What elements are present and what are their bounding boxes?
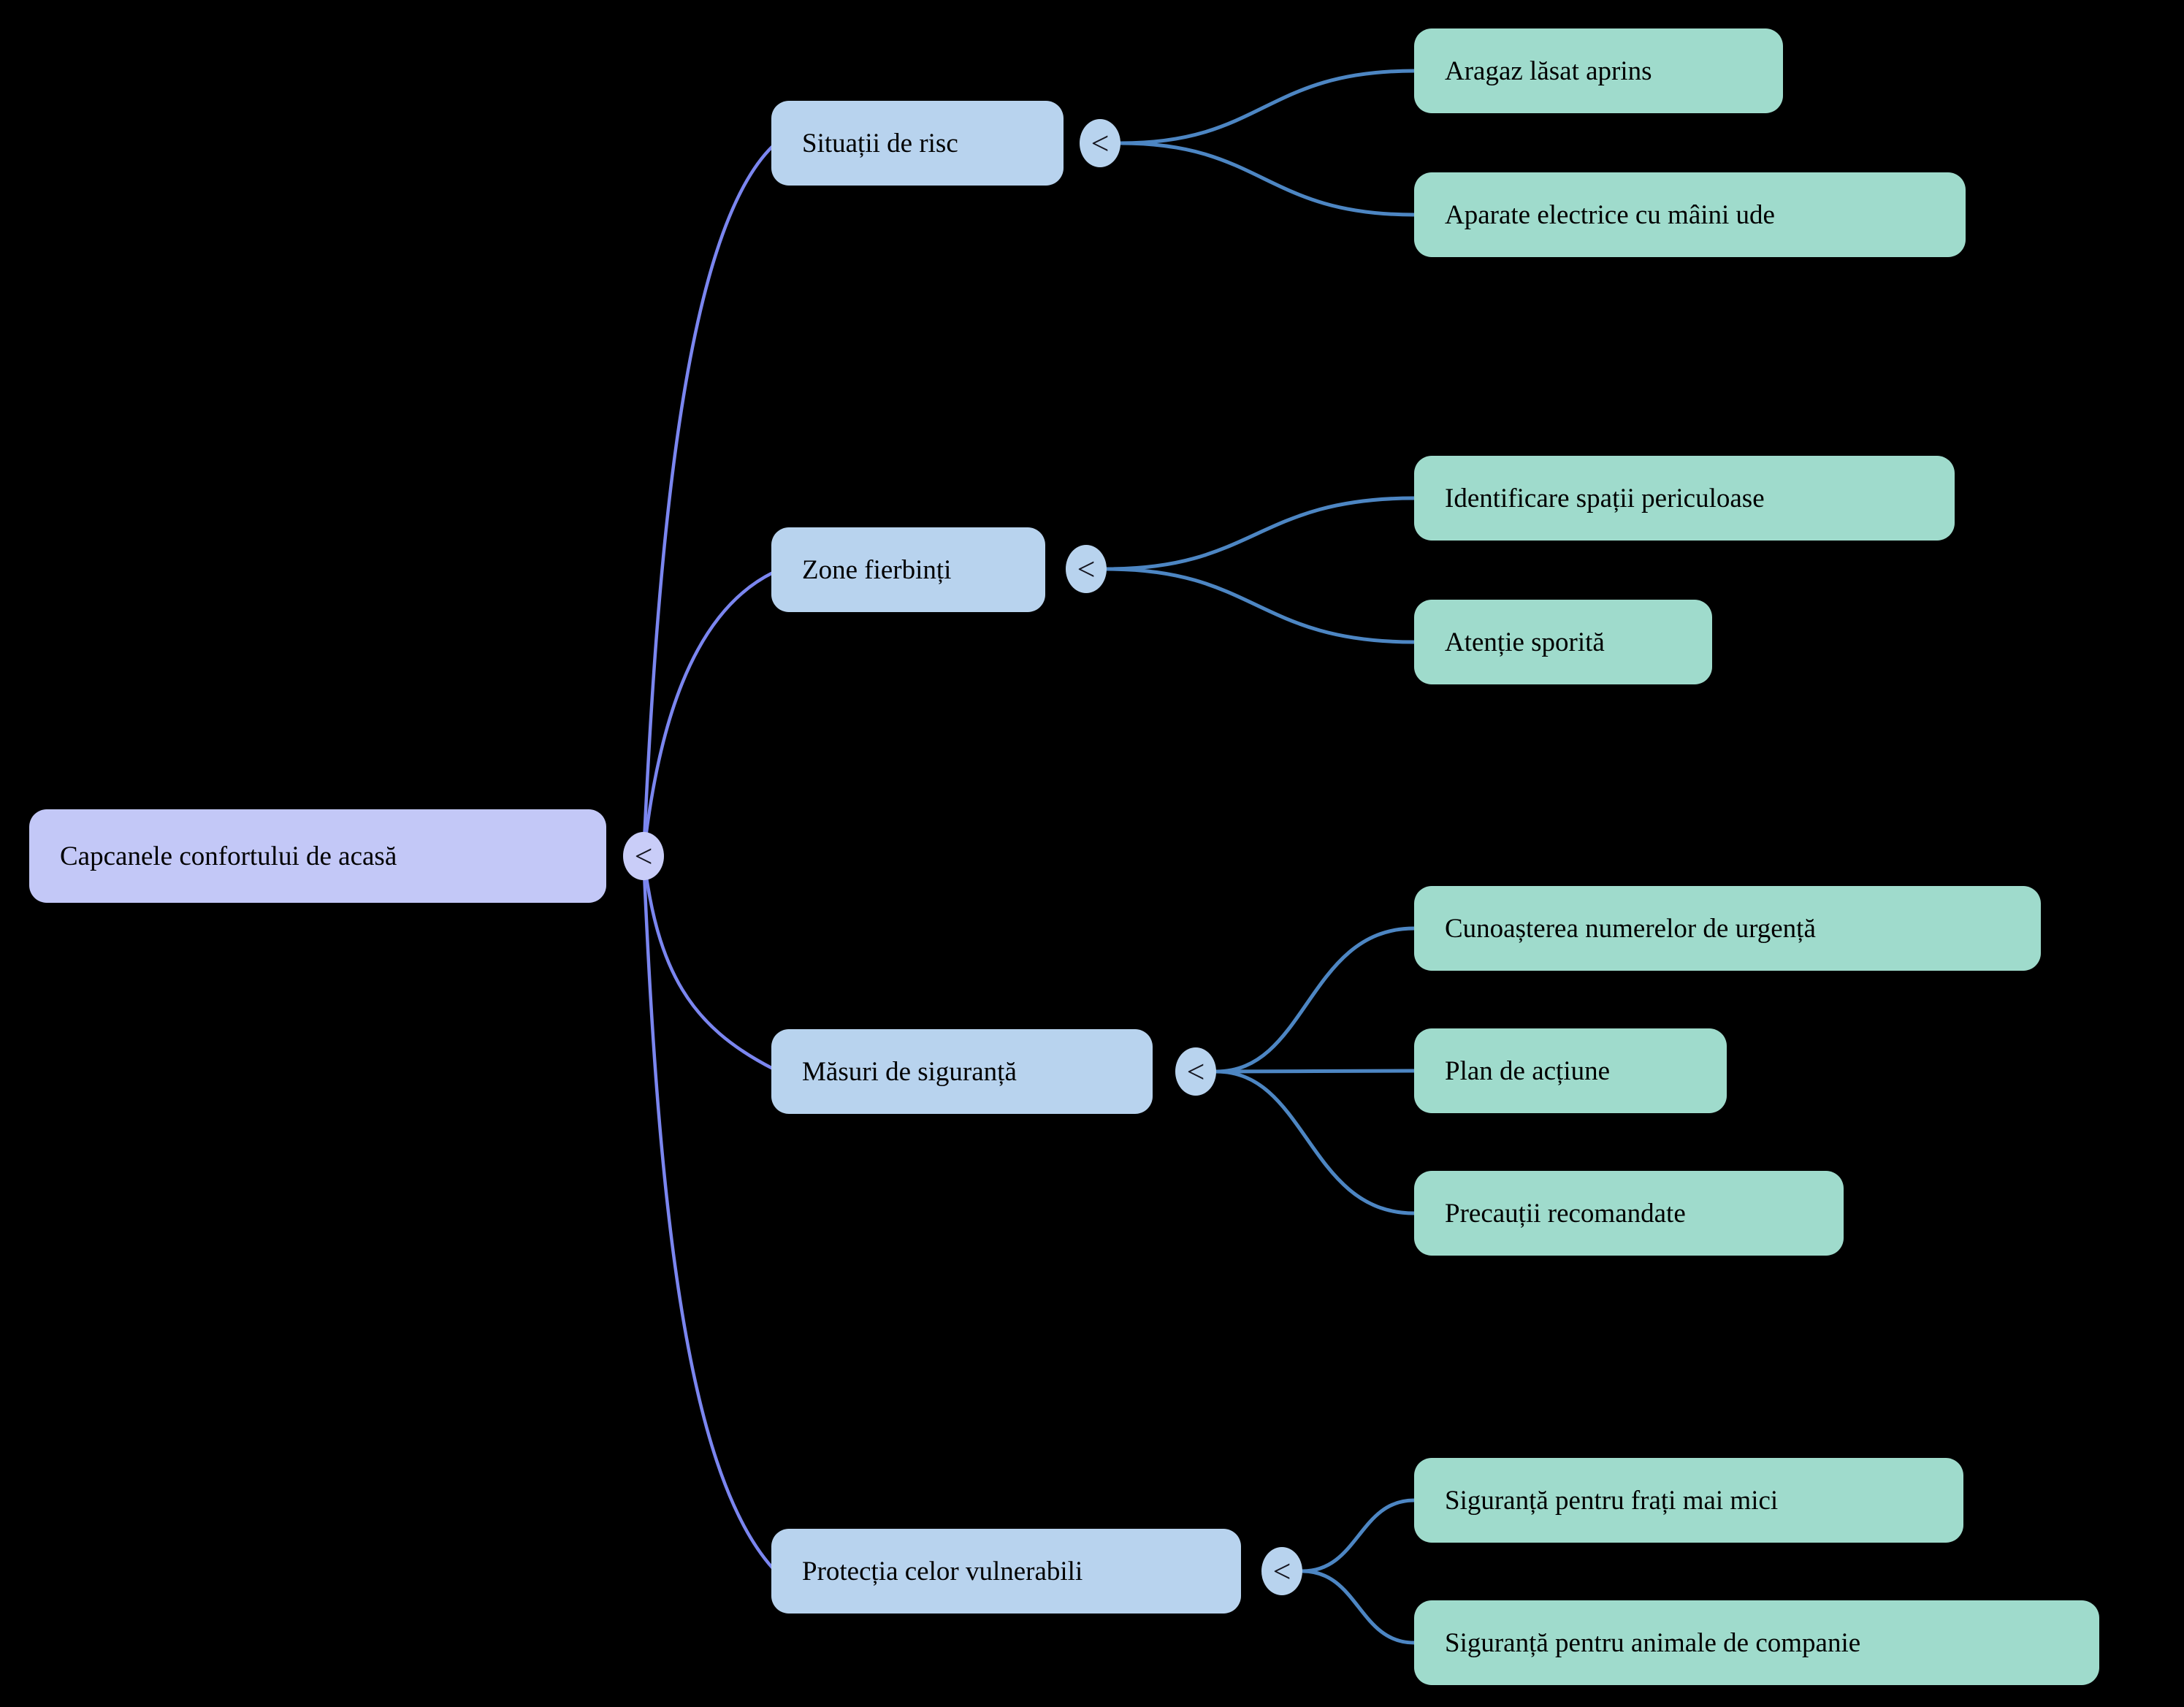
edge-protectia-to-frati: [1300, 1498, 1416, 1573]
leaf-node-aragaz-lasat-aprins[interactable]: Aragaz lăsat aprins: [1414, 28, 1783, 113]
leaf-node-siguranta-animale-companie[interactable]: Siguranță pentru animale de companie: [1414, 1600, 2099, 1685]
leaf-node-label: Aragaz lăsat aprins: [1445, 56, 1652, 86]
edge-zone-to-atentie: [1104, 567, 1416, 644]
leaf-node-aparate-electrice[interactable]: Aparate electrice cu mâini ude: [1414, 172, 1966, 257]
leaf-node-label: Cunoașterea numerelor de urgență: [1445, 913, 1816, 944]
leaf-node-label: Atenție sporită: [1445, 627, 1605, 657]
edge-root-to-situatii: [641, 144, 775, 858]
edge-protectia-to-animale: [1300, 1569, 1416, 1645]
branch-node-label: Zone fierbinți: [802, 554, 952, 585]
edge-situatii-to-aragaz: [1118, 69, 1416, 145]
branch-node-label: Măsuri de siguranță: [802, 1056, 1017, 1087]
collapse-button-protectia-celor-vulnerabili[interactable]: <: [1261, 1547, 1302, 1595]
edge-masuri-to-precautii: [1214, 1069, 1416, 1215]
leaf-node-label: Precauții recomandate: [1445, 1198, 1686, 1229]
edge-root-to-zone: [641, 570, 775, 858]
edge-root-to-protectia: [641, 854, 775, 1570]
leaf-node-atentie-sporita[interactable]: Atenție sporită: [1414, 600, 1712, 684]
branch-node-protectia-celor-vulnerabili[interactable]: Protecția celor vulnerabili: [771, 1529, 1241, 1614]
leaf-node-label: Aparate electrice cu mâini ude: [1445, 199, 1775, 230]
leaf-node-label: Plan de acțiune: [1445, 1055, 1611, 1086]
leaf-node-label: Siguranță pentru frați mai mici: [1445, 1485, 1779, 1516]
edge-situatii-to-aparate: [1118, 141, 1416, 217]
leaf-node-precautii-recomandate[interactable]: Precauții recomandate: [1414, 1171, 1844, 1256]
collapse-icon: <: [1091, 125, 1110, 161]
collapse-button-masuri-de-siguranta[interactable]: <: [1175, 1047, 1216, 1096]
root-node[interactable]: Capcanele confortului de acasă: [29, 809, 606, 903]
edge-masuri-to-cunoasterea: [1214, 926, 1416, 1074]
collapse-icon: <: [1272, 1553, 1291, 1589]
branch-node-situatii-de-risc[interactable]: Situații de risc: [771, 101, 1064, 186]
collapse-icon: <: [634, 838, 653, 874]
root-node-label: Capcanele confortului de acasă: [60, 841, 397, 871]
collapse-icon: <: [1077, 551, 1096, 587]
edge-root-to-masuri: [641, 854, 775, 1071]
collapse-button-zone-fierbinti[interactable]: <: [1066, 545, 1107, 593]
branch-node-zone-fierbinti[interactable]: Zone fierbinți: [771, 527, 1045, 612]
branch-node-label: Situații de risc: [802, 128, 958, 159]
leaf-node-siguranta-frati-mai-mici[interactable]: Siguranță pentru frați mai mici: [1414, 1458, 1963, 1543]
leaf-node-identificare-spatii[interactable]: Identificare spații periculoase: [1414, 456, 1955, 541]
collapse-icon: <: [1186, 1053, 1205, 1090]
collapse-button-root[interactable]: <: [623, 832, 664, 880]
edge-masuri-to-plan: [1214, 1069, 1416, 1074]
leaf-node-label: Siguranță pentru animale de companie: [1445, 1627, 1861, 1658]
branch-node-masuri-de-siguranta[interactable]: Măsuri de siguranță: [771, 1029, 1153, 1114]
collapse-button-situatii-de-risc[interactable]: <: [1080, 119, 1120, 167]
leaf-node-plan-de-actiune[interactable]: Plan de acțiune: [1414, 1028, 1727, 1113]
leaf-node-label: Identificare spații periculoase: [1445, 483, 1765, 513]
edge-zone-to-identificare: [1104, 496, 1416, 571]
branch-node-label: Protecția celor vulnerabili: [802, 1556, 1083, 1586]
leaf-node-cunoasterea-numerelor[interactable]: Cunoașterea numerelor de urgență: [1414, 886, 2041, 971]
